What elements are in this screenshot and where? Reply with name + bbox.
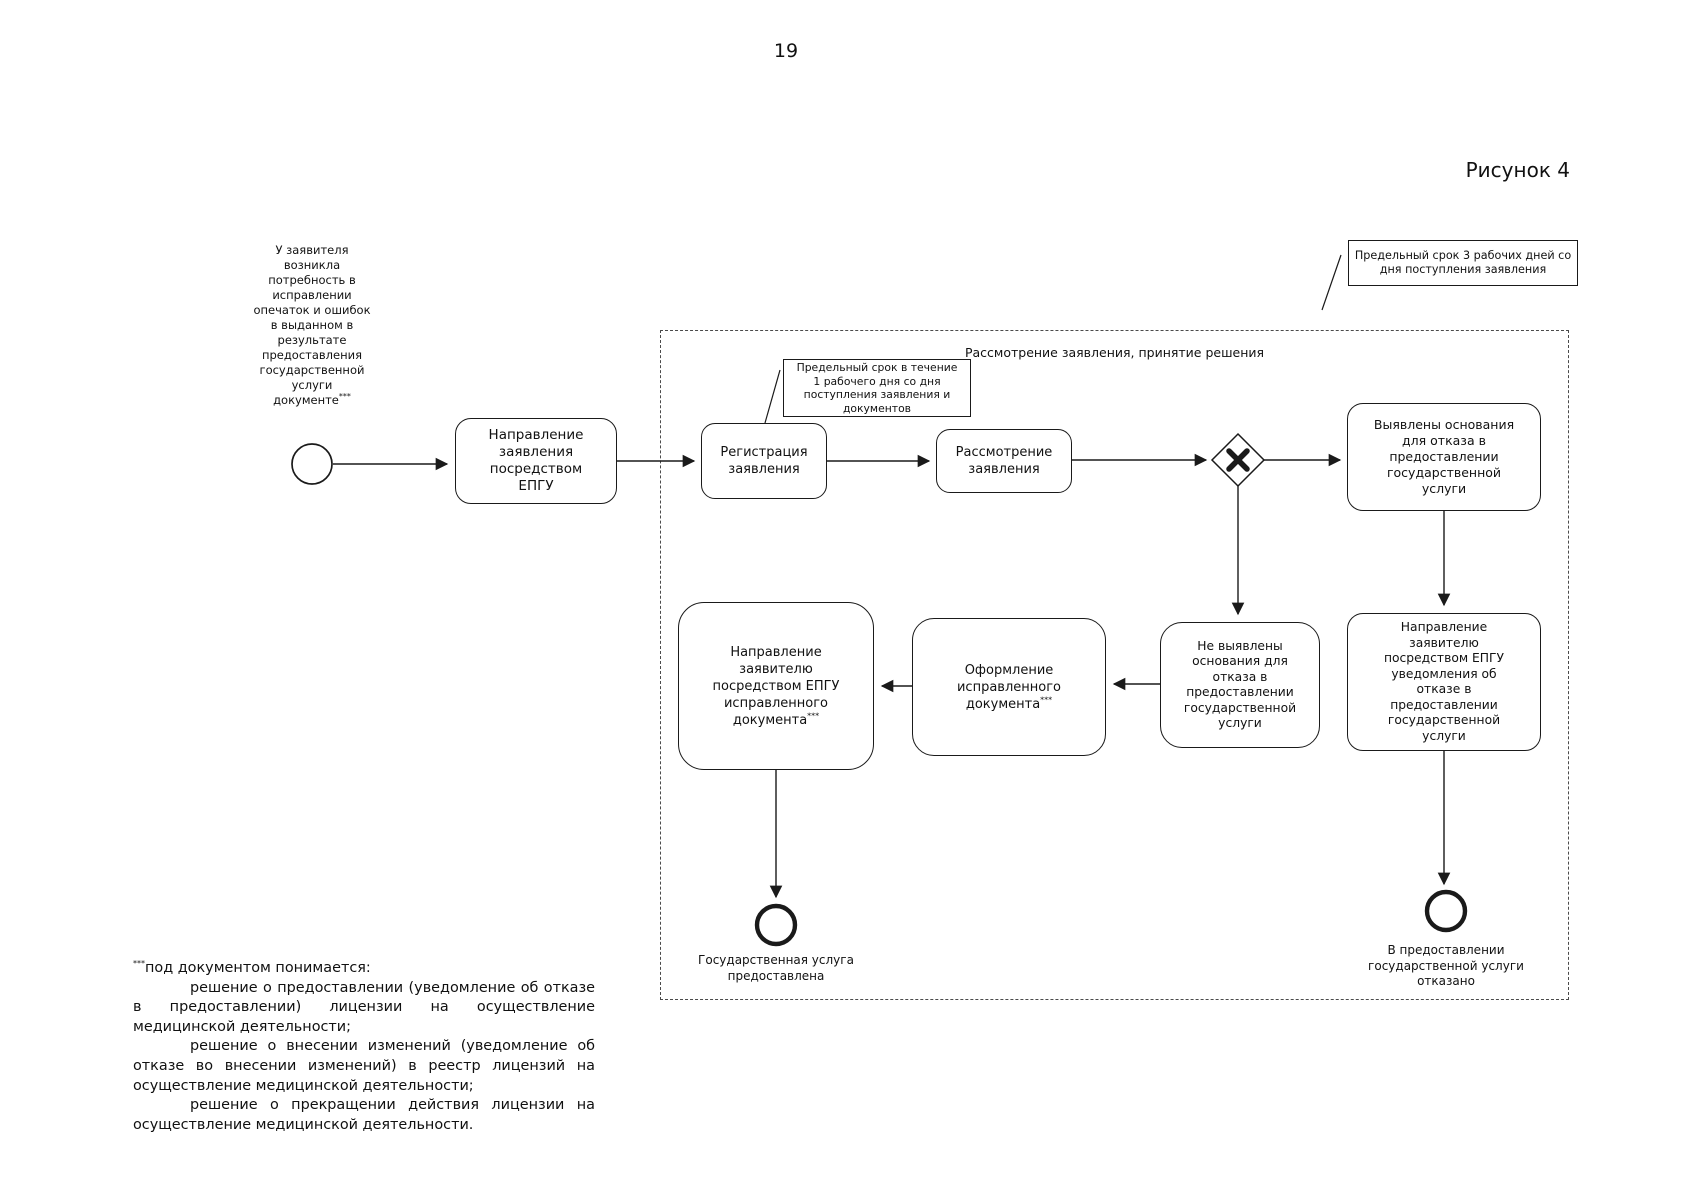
end-event-icon-provided	[754, 903, 798, 947]
annotation-deadline-3-days: Предельный срок 3 рабочих дней со дня по…	[1348, 240, 1578, 286]
task-send-corrected-document-label: Направление заявителю посредством ЕПГУ и…	[709, 644, 843, 729]
task-prepare-corrected-document-label: Оформление исправленного документа***	[953, 662, 1065, 713]
annotation-deadline-1-day: Предельный срок в течение 1 рабочего дня…	[783, 359, 971, 417]
task-register-application: Регистрация заявления	[701, 423, 827, 499]
task-review-application: Рассмотрение заявления	[936, 429, 1072, 493]
page-number: 19	[773, 40, 799, 62]
task-review-application-label: Рассмотрение заявления	[955, 445, 1053, 477]
task-no-grounds: Не выявлены основания для отказа в предо…	[1160, 622, 1320, 748]
start-event-annotation-footnote-marker: ***	[338, 392, 351, 402]
task-send-corrected-document-text: Направление заявителю посредством ЕПГУ и…	[712, 644, 840, 728]
task-prepare-corrected-document: Оформление исправленного документа***	[912, 618, 1106, 756]
task-prepare-corrected-footnote-marker: ***	[1040, 695, 1053, 705]
end-event-label-provided: Государственная услуга предоставлена	[698, 953, 854, 983]
task-prepare-corrected-document-text: Оформление исправленного документа	[956, 662, 1062, 712]
task-send-corrected-document: Направление заявителю посредством ЕПГУ и…	[678, 602, 874, 770]
task-send-application: Направление заявления посредством ЕПГУ	[455, 418, 617, 504]
task-send-application-label: Направление заявления посредством ЕПГУ	[488, 427, 584, 494]
task-send-refusal-notice: Направление заявителю посредством ЕПГУ у…	[1347, 613, 1541, 751]
callout-line-3-days	[1321, 254, 1342, 311]
task-register-application-label: Регистрация заявления	[720, 445, 808, 477]
task-no-grounds-label: Не выявлены основания для отказа в предо…	[1183, 638, 1297, 731]
annotation-deadline-1-day-text: Предельный срок в течение 1 рабочего дня…	[796, 361, 958, 415]
footnote-item: решение о предоставлении (уведомление об…	[133, 979, 595, 1035]
footnote-item: решение о внесении изменений (уведомлени…	[133, 1038, 595, 1094]
footnote-item: решение о прекращении действия лицензии …	[133, 1097, 595, 1133]
footnote-block: ***под документом понимается: решение о …	[133, 959, 595, 1135]
task-send-refusal-notice-label: Направление заявителю посредством ЕПГУ у…	[1383, 620, 1505, 743]
footnote-intro-text: под документом понимается:	[145, 960, 371, 976]
start-event-annotation-text: У заявителя возникла потребность в испра…	[253, 243, 371, 407]
start-event-annotation: У заявителя возникла потребность в испра…	[252, 243, 372, 408]
end-event-icon-refused	[1424, 889, 1468, 933]
subprocess-title: Рассмотрение заявления, принятие решения	[964, 345, 1265, 360]
annotation-deadline-3-days-text: Предельный срок 3 рабочих дней со дня по…	[1354, 248, 1572, 277]
callout-line-1-day	[764, 369, 781, 424]
subprocess-container: Рассмотрение заявления, принятие решения	[660, 330, 1569, 1000]
task-grounds-found: Выявлены основания для отказа в предоста…	[1347, 403, 1541, 511]
start-event-icon	[291, 443, 333, 485]
footnote-intro: ***под документом понимается:	[133, 959, 595, 979]
task-send-corrected-footnote-marker: ***	[807, 711, 820, 721]
footnote-marker: ***	[133, 959, 145, 969]
figure-caption: Рисунок 4	[1465, 158, 1570, 182]
task-grounds-found-label: Выявлены основания для отказа в предоста…	[1373, 417, 1515, 496]
exclusive-gateway-icon	[1210, 432, 1266, 488]
end-event-label-refused: В предоставлении государственной услуги …	[1368, 943, 1524, 988]
